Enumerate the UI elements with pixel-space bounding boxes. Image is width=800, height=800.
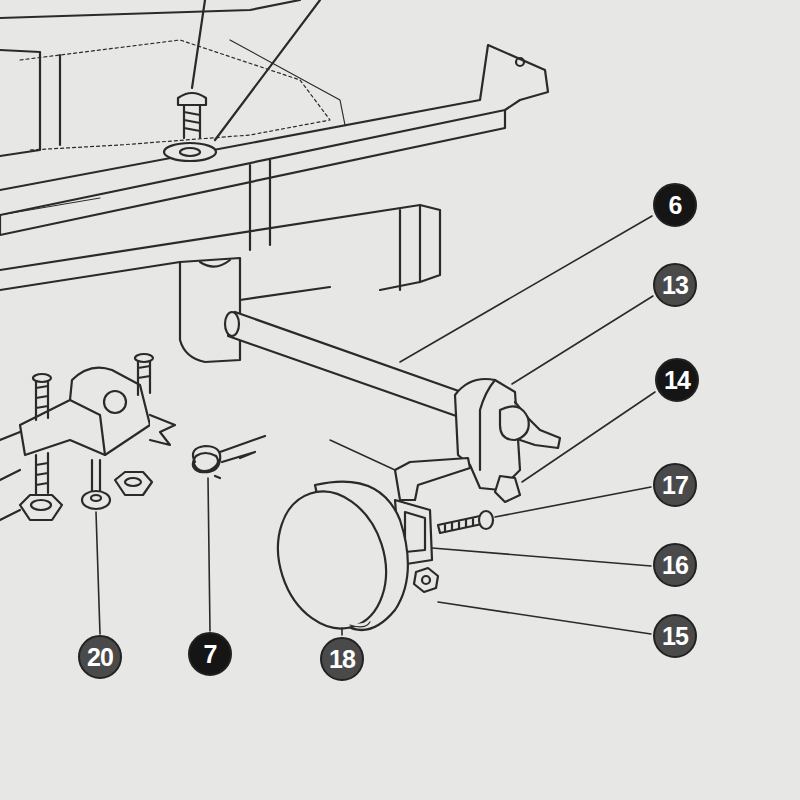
shaft-bracket bbox=[455, 379, 560, 502]
hinge-bracket bbox=[0, 354, 175, 520]
callout-number: 18 bbox=[320, 637, 364, 681]
callout-number: 13 bbox=[653, 263, 697, 307]
machine-bed bbox=[0, 0, 548, 362]
callout-number: 6 bbox=[653, 183, 697, 227]
callout-number: 16 bbox=[653, 543, 697, 587]
leader-line bbox=[192, 0, 205, 88]
callout-number: 14 bbox=[655, 358, 699, 402]
mount-plate bbox=[395, 500, 493, 565]
callout-number: 17 bbox=[653, 463, 697, 507]
callout-number: 20 bbox=[78, 635, 122, 679]
leader-lines bbox=[96, 216, 655, 635]
callout-number: 7 bbox=[188, 632, 232, 676]
nut bbox=[414, 568, 438, 592]
knee-pad bbox=[261, 477, 408, 642]
spring bbox=[193, 436, 265, 478]
lifter-shaft bbox=[225, 312, 470, 418]
leader-line bbox=[215, 0, 320, 140]
screw bbox=[164, 93, 216, 161]
callout-number: 15 bbox=[653, 614, 697, 658]
